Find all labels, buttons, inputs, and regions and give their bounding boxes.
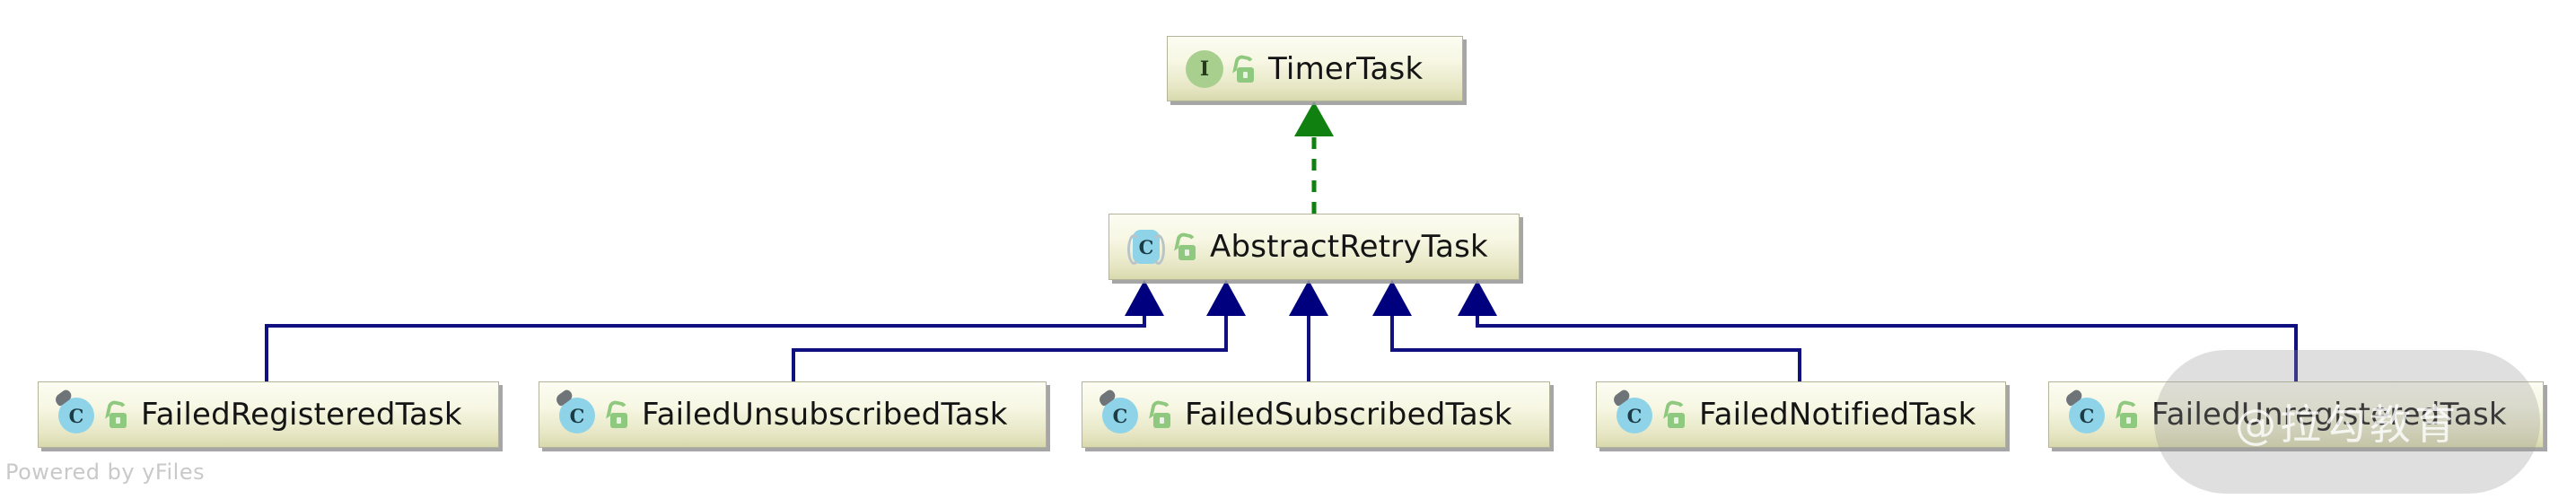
unlocked-padlock-icon — [104, 399, 128, 428]
class-icon: C — [1611, 388, 1654, 434]
node-label: FailedSubscribedTask — [1185, 397, 1512, 433]
unlocked-padlock-icon — [1148, 399, 1172, 428]
edge-subscribed-extends-abstract — [1289, 280, 1328, 381]
edge-unregistered-extends-abstract — [1458, 280, 2298, 381]
class-icon: C — [1097, 388, 1140, 434]
uml-node-failed-registered-task[interactable]: C FailedRegisteredTask — [38, 381, 499, 448]
node-label: FailedUnregisteredTask — [2151, 397, 2507, 433]
abstract-class-icon: C — [1127, 228, 1165, 266]
class-icon-letter: C — [2079, 404, 2095, 427]
class-icon-letter: C — [68, 404, 84, 427]
node-glyphs: C — [554, 388, 629, 434]
interface-icon: I — [1186, 49, 1223, 88]
unlocked-padlock-icon — [2115, 399, 2139, 428]
unlocked-padlock-icon — [1231, 53, 1256, 83]
class-icon-letter: C — [1626, 404, 1643, 427]
node-glyphs: C — [2063, 388, 2139, 434]
node-label: FailedUnsubscribedTask — [642, 397, 1008, 433]
node-label: TimerTask — [1268, 50, 1424, 87]
uml-node-failed-unregistered-task[interactable]: C FailedUnregisteredTask — [2048, 381, 2544, 448]
uml-node-failed-notified-task[interactable]: C FailedNotifiedTask — [1596, 381, 2006, 448]
class-icon-letter: C — [1112, 404, 1128, 427]
unlocked-padlock-icon — [1173, 232, 1197, 260]
class-icon-letter: C — [569, 404, 585, 427]
node-label: FailedNotifiedTask — [1699, 397, 1976, 433]
edge-abstract-implements-timer — [1294, 101, 1334, 214]
unlocked-padlock-icon — [1662, 399, 1687, 428]
node-glyphs: C — [1097, 388, 1172, 434]
yfiles-credit-label: Powered by yFiles — [5, 460, 206, 485]
abstract-class-icon-letter: C — [1138, 235, 1154, 258]
uml-node-timer-task[interactable]: I TimerTask — [1167, 36, 1463, 101]
edge-registered-extends-abstract — [265, 280, 1164, 381]
node-label: FailedRegisteredTask — [141, 397, 462, 433]
node-glyphs: C — [1127, 228, 1197, 266]
node-glyphs: C — [53, 388, 128, 434]
class-icon: C — [2063, 388, 2107, 434]
unlocked-padlock-icon — [605, 399, 629, 428]
node-glyphs: I — [1186, 49, 1256, 88]
class-icon: C — [53, 388, 96, 434]
uml-node-failed-unsubscribed-task[interactable]: C FailedUnsubscribedTask — [539, 381, 1047, 448]
edge-unsubscribed-extends-abstract — [792, 280, 1246, 381]
uml-node-abstract-retry-task[interactable]: C AbstractRetryTask — [1108, 214, 1520, 280]
interface-icon-letter: I — [1199, 57, 1210, 81]
node-label: AbstractRetryTask — [1210, 229, 1488, 265]
uml-node-failed-subscribed-task[interactable]: C FailedSubscribedTask — [1082, 381, 1550, 448]
node-glyphs: C — [1611, 388, 1687, 434]
class-icon: C — [554, 388, 597, 434]
edge-notified-extends-abstract — [1372, 280, 1801, 381]
